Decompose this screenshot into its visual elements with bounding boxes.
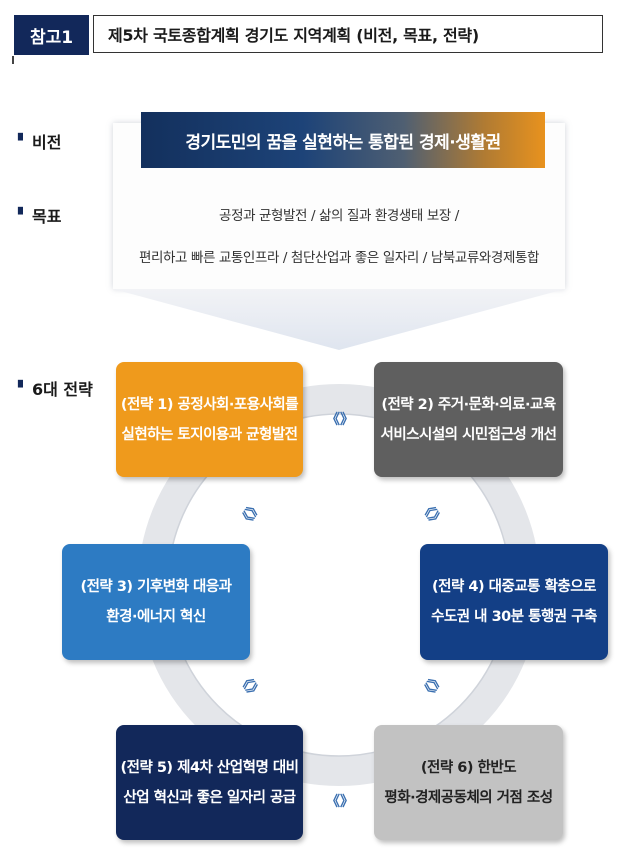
bullet-mark-icon: ▘ (18, 380, 28, 396)
connector-arrow-bottom: 《》 (326, 794, 354, 810)
funnel-shape (113, 289, 565, 350)
strategy-3-box: (전략 3) 기후변화 대응과 환경·에너지 혁신 (62, 544, 250, 660)
bullet-mark-icon: ▘ (18, 207, 28, 223)
strategy-5-line1: (전략 5) 제4차 산업혁명 대비 (120, 759, 299, 776)
label-strategies-text: 6대 전략 (32, 380, 93, 399)
connector-arrow-top: 《》 (326, 412, 354, 428)
label-vision: ▘비전 (18, 129, 61, 153)
page-title: 제5차 국토종합계획 경기도 지역계획 (비전, 목표, 전략) (93, 15, 603, 53)
vision-banner: 경기도민의 꿈을 실현하는 통합된 경제·생활권 (141, 112, 545, 168)
label-strategies: ▘6대 전략 (18, 376, 93, 400)
reference-badge: 참고1 (14, 15, 89, 55)
divider-tick (12, 56, 14, 64)
strategy-5-box: (전략 5) 제4차 산업혁명 대비 산업 혁신과 좋은 일자리 공급 (116, 725, 303, 840)
strategy-6-box: (전략 6) 한반도 평화·경제공동체의 거점 조성 (374, 725, 563, 840)
label-goals-text: 목표 (32, 207, 62, 226)
strategy-1-line2: 실현하는 토지이용과 균형발전 (121, 426, 298, 443)
strategy-1-box: (전략 1) 공정사회·포용사회를 실현하는 토지이용과 균형발전 (116, 362, 303, 477)
label-goals: ▘목표 (18, 203, 61, 227)
strategy-4-box: (전략 4) 대중교통 확충으로 수도권 내 30분 통행권 구축 (420, 544, 608, 660)
strategy-3-line2: 환경·에너지 혁신 (106, 609, 206, 625)
strategy-2-box: (전략 2) 주거·문화·의료·교육 서비스시설의 시민접근성 개선 (374, 362, 563, 477)
strategy-2-line2: 서비스시설의 시민접근성 개선 (380, 426, 557, 443)
strategy-5-line2: 산업 혁신과 좋은 일자리 공급 (123, 789, 296, 806)
strategy-4-line2: 수도권 내 30분 통행권 구축 (431, 609, 597, 625)
strategy-4-line1: (전략 4) 대중교통 확충으로 (432, 579, 596, 595)
strategy-6-line2: 평화·경제공동체의 거점 조성 (384, 789, 553, 806)
strategy-2-line1: (전략 2) 주거·문화·의료·교육 (381, 396, 556, 413)
strategy-3-line1: (전략 3) 기후변화 대응과 (80, 579, 232, 595)
strategy-1-line1: (전략 1) 공정사회·포용사회를 (120, 396, 299, 413)
strategy-6-line1: (전략 6) 한반도 (420, 759, 517, 776)
bullet-mark-icon: ▘ (18, 133, 28, 149)
goals-line-1: 공정과 균형발전 / 삶의 질과 환경생태 보장 / (219, 208, 459, 224)
label-vision-text: 비전 (32, 133, 62, 152)
goals-line-2: 편리하고 빠른 교통인프라 / 첨단산업과 좋은 일자리 / 남북교류와경제통합 (138, 250, 540, 266)
